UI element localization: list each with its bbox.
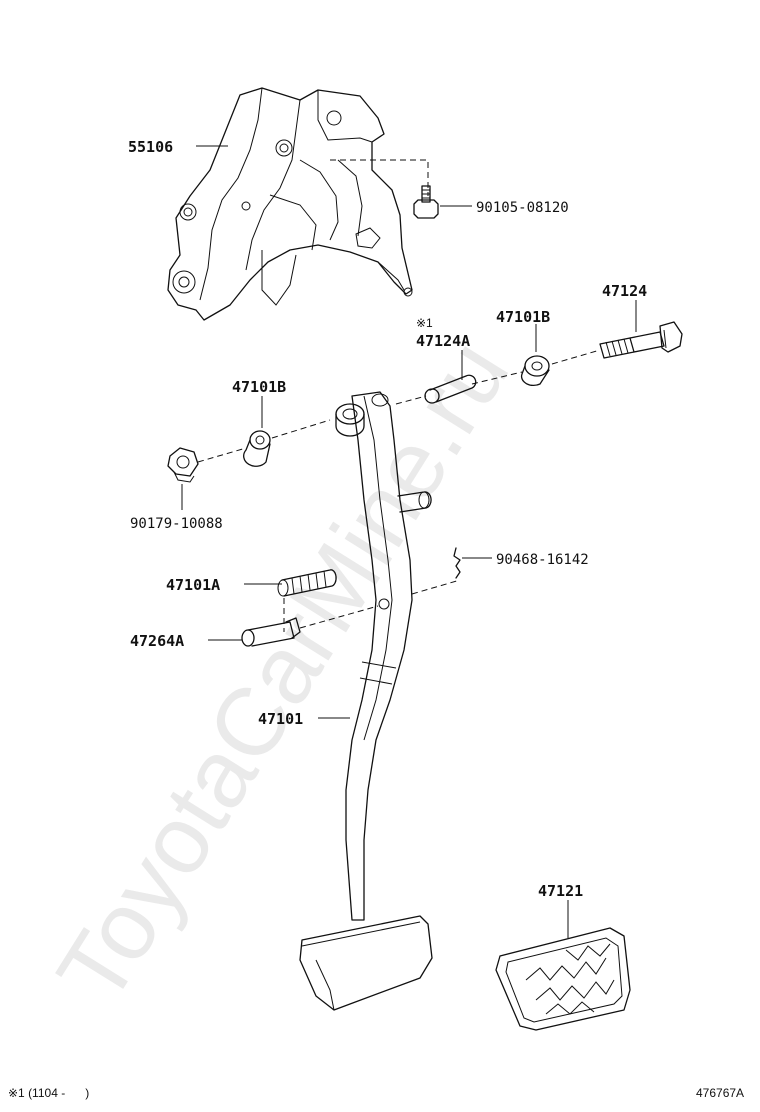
clip-dashed-line — [411, 579, 461, 595]
label-47101b-right: 47101B — [496, 308, 550, 326]
nut-90179-drawing — [167, 447, 199, 483]
pivot-axis-line — [197, 349, 601, 463]
bolt-90105-drawing — [413, 185, 439, 219]
label-47124: 47124 — [602, 282, 647, 300]
figure-id: 476767A — [696, 1086, 744, 1100]
label-55106: 55106 — [128, 138, 173, 156]
label-90179-10088: 90179-10088 — [130, 516, 223, 532]
bushing-47101b-left-drawing — [243, 430, 271, 467]
label-90468-16142: 90468-16142 — [496, 552, 589, 568]
label-47121: 47121 — [538, 882, 583, 900]
watermark: ToyotaCarMine.ru — [37, 322, 529, 1021]
bushing-47101b-right-drawing — [520, 355, 550, 387]
footnote: ※1 (1104 - ) — [8, 1086, 89, 1100]
bracket-55106-drawing — [167, 87, 429, 321]
label-47101a: 47101A — [166, 576, 220, 594]
pin-47264a-drawing — [241, 617, 301, 647]
label-47264a: 47264A — [130, 632, 184, 650]
label-47124a: 47124A — [416, 332, 470, 350]
label-47101b-left: 47101B — [232, 378, 286, 396]
pedal-47101-drawing — [299, 391, 433, 1011]
leader-lines — [181, 145, 637, 938]
label-47124a-mark: ※1 — [416, 316, 433, 330]
bolt-47124-drawing — [599, 321, 683, 359]
pin-dashed-line — [283, 598, 379, 632]
pad-cover-47121-drawing — [495, 927, 631, 1031]
label-90105-08120: 90105-08120 — [476, 200, 569, 216]
label-47101: 47101 — [258, 710, 303, 728]
spring-47101a-drawing — [277, 569, 337, 597]
clip-90468-drawing — [453, 547, 461, 579]
